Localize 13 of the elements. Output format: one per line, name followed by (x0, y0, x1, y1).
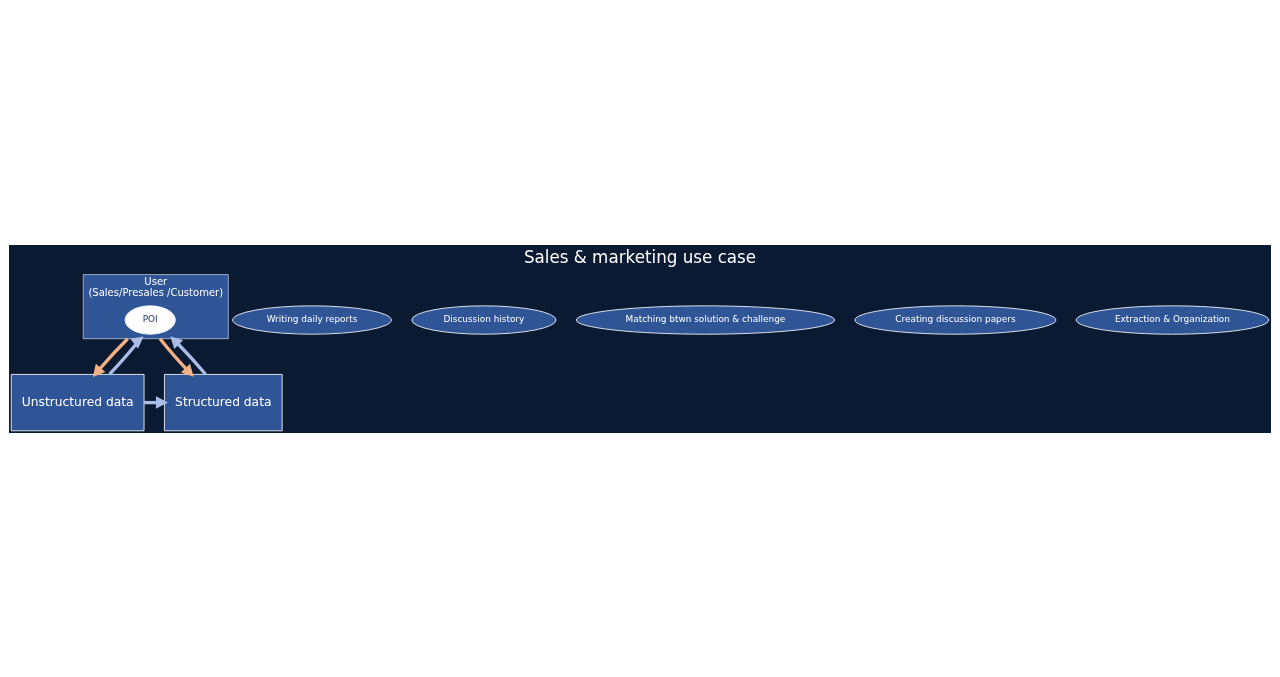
node-box: Structured data (164, 373, 283, 431)
node-ellipse: Discussion history (411, 304, 557, 335)
arrow (158, 337, 194, 377)
node-ellipse: Extraction & Organization (1075, 304, 1270, 335)
arrow (170, 335, 207, 375)
node-ellipse: Writing daily reports (232, 304, 392, 335)
arrow (108, 336, 144, 375)
node-ellipse: Creating discussion papers (854, 304, 1057, 335)
arrow (92, 337, 129, 377)
node-ellipse: POI (124, 304, 176, 335)
node-ellipse: Matching btwn solution & challenge (575, 304, 835, 335)
node-box: Unstructured data (10, 373, 145, 431)
diagram-title: Sales & marketing use case (523, 246, 757, 267)
